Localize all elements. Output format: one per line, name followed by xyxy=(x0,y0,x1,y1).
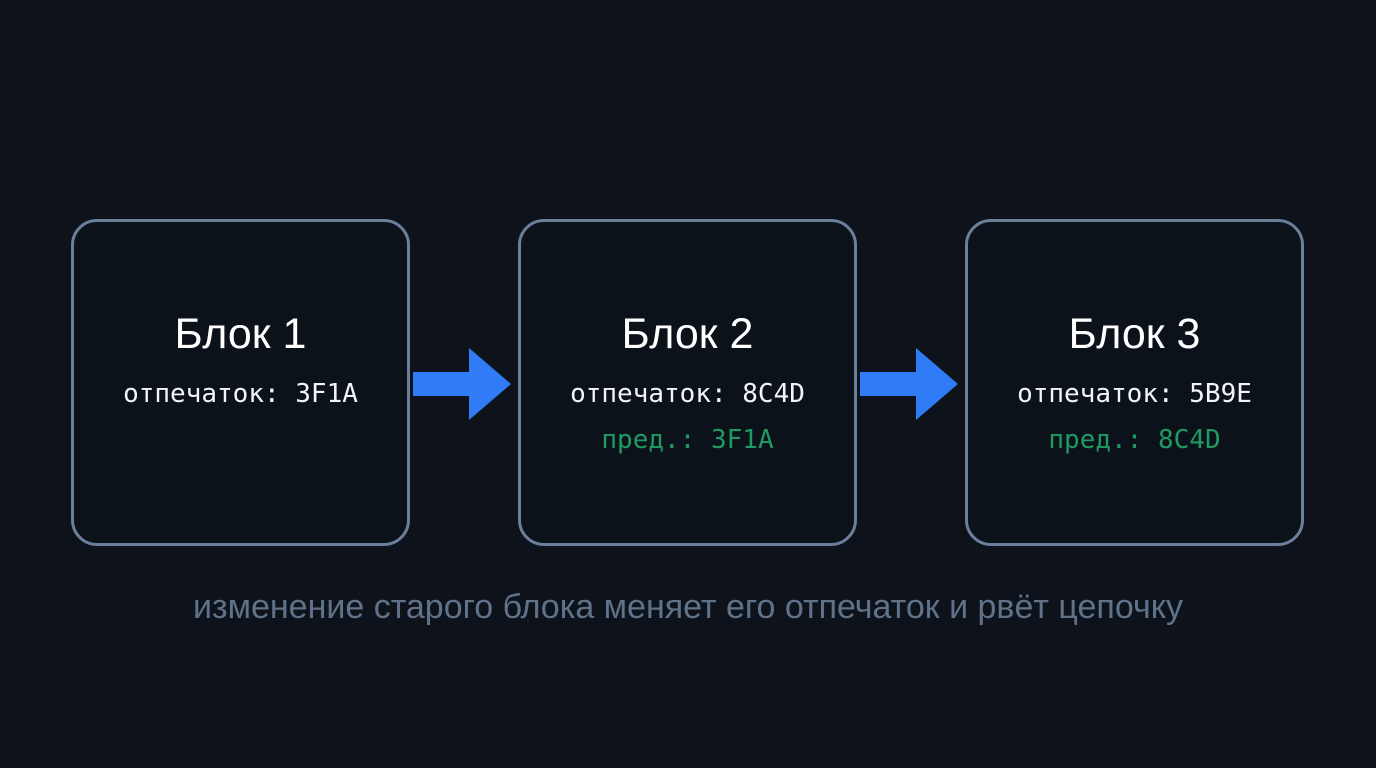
block-hash: отпечаток: 5B9E xyxy=(1017,379,1252,409)
block-2: Блок 2 отпечаток: 8C4D пред.: 3F1A xyxy=(518,219,857,546)
previous-hash: пред.: 8C4D xyxy=(1048,425,1221,455)
right-arrow-icon xyxy=(860,348,958,420)
block-title: Блок 2 xyxy=(621,310,754,358)
right-arrow-icon xyxy=(413,348,511,420)
block-hash: отпечаток: 3F1A xyxy=(123,379,358,409)
previous-hash: пред.: 3F1A xyxy=(601,425,774,455)
diagram-caption: изменение старого блока меняет его отпеч… xyxy=(193,588,1183,626)
block-1: Блок 1 отпечаток: 3F1A xyxy=(71,219,410,546)
block-hash: отпечаток: 8C4D xyxy=(570,379,805,409)
block-3: Блок 3 отпечаток: 5B9E пред.: 8C4D xyxy=(965,219,1304,546)
block-title: Блок 1 xyxy=(174,310,307,358)
block-title: Блок 3 xyxy=(1068,310,1201,358)
